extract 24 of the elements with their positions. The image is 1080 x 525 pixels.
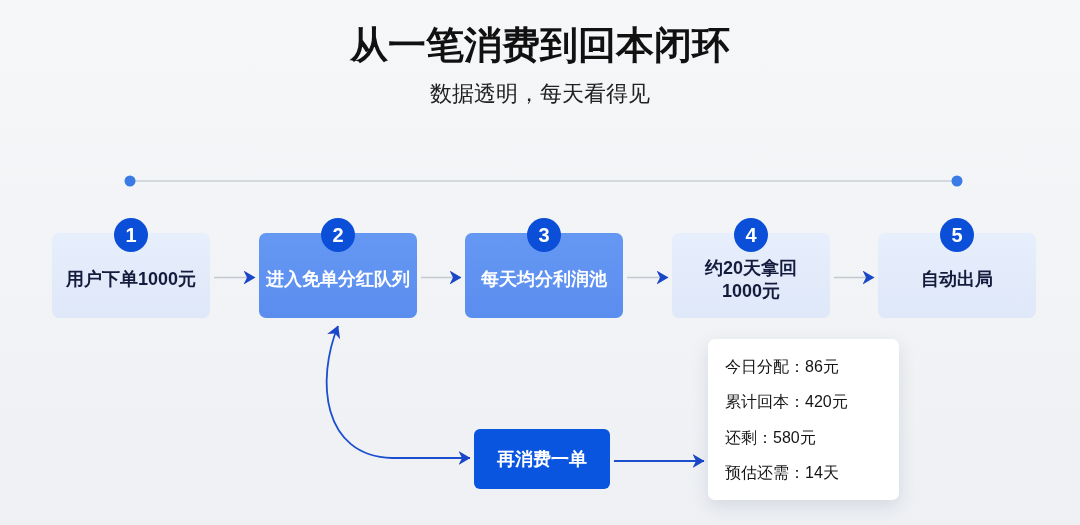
info-line: 还剩：580元 [725,427,816,448]
number-badge: 1 [114,218,148,252]
step-label: 约20天拿回1000元 [703,256,798,303]
arrow [420,270,462,285]
action-box: 再消费一单 [474,429,610,489]
curved-arrow [325,325,471,465]
info-line: 今日分配：86元 [725,357,839,377]
step-label: 自动出局 [921,268,993,291]
info-line: 累计回本：420元 [725,392,848,413]
info-line: 预估还需：14天 [725,462,839,483]
number-badge: 3 [527,218,561,252]
info-card [708,339,899,500]
subtitle: 数据透明，每天看得见 [430,81,650,108]
number-badge: 4 [734,218,768,252]
arrow [833,270,875,285]
number-badge: 5 [940,218,974,252]
step-label: 进入免单分红队列 [266,268,410,291]
step-label: 用户下单1000元 [65,268,196,291]
arrow [613,454,705,468]
arrow [213,270,256,285]
step-label: 每天均分利润池 [481,268,607,291]
number-badge: 2 [321,218,355,252]
arrow [626,270,669,285]
title: 从一笔消费到回本闭环 [350,24,730,68]
